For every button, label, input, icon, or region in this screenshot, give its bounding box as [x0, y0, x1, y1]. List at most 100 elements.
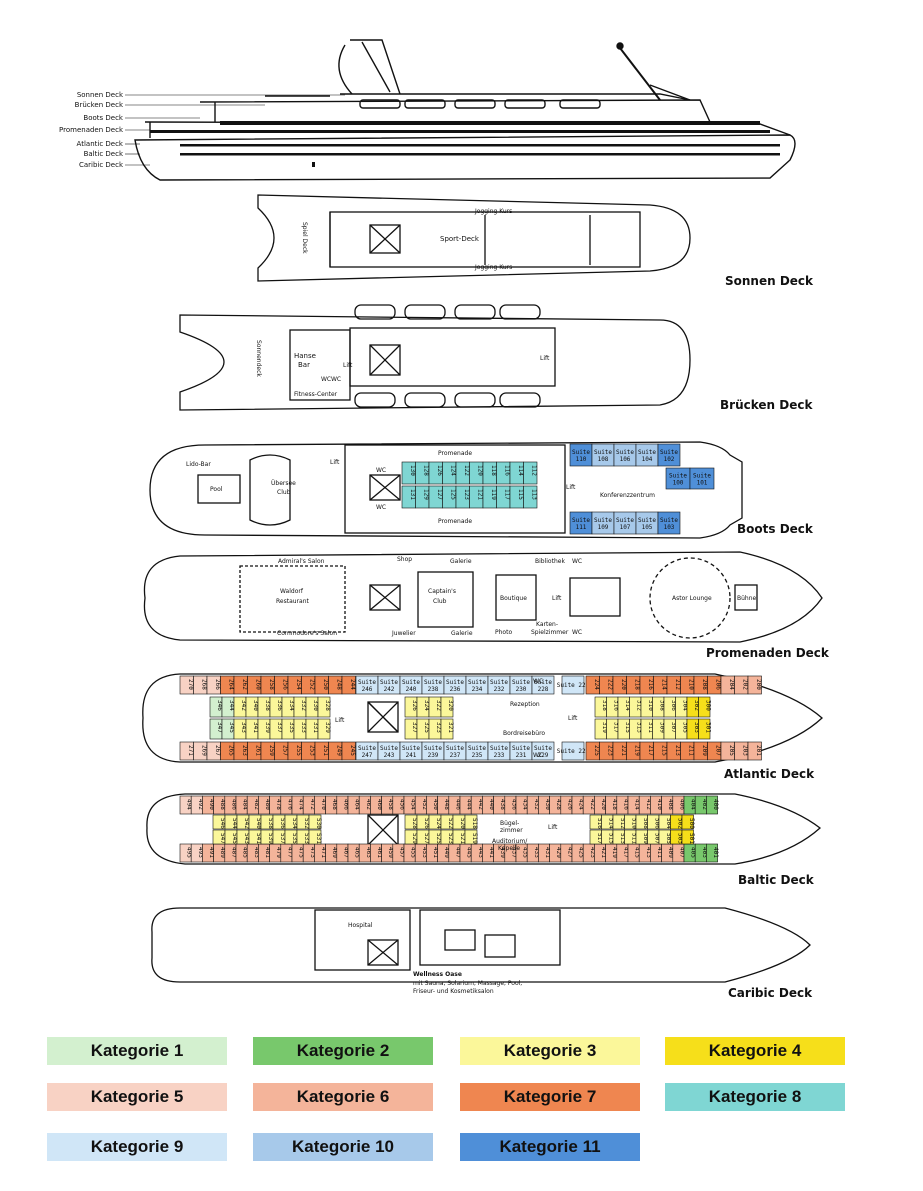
cabin-204[interactable]: 204: [720, 675, 735, 695]
cabin-321[interactable]: 321: [440, 718, 454, 740]
cabin-319[interactable]: 319: [594, 718, 608, 740]
cabin-203[interactable]: 203: [734, 741, 749, 761]
cabin-450[interactable]: 450: [426, 795, 439, 815]
cabin-263[interactable]: 263: [233, 741, 248, 761]
cabin-519[interactable]: 519: [464, 829, 478, 845]
cabin-125[interactable]: 125: [442, 485, 457, 509]
cabin-538[interactable]: 538: [260, 814, 274, 830]
cabin-536[interactable]: 536: [272, 814, 286, 830]
cabin-422[interactable]: 422: [582, 795, 596, 815]
cabin-312[interactable]: 312: [629, 696, 643, 718]
cabin-524[interactable]: 524: [428, 814, 442, 830]
cabin-225[interactable]: 225: [585, 741, 600, 761]
cabin-427[interactable]: 427: [560, 843, 574, 863]
cabin-301[interactable]: 301: [698, 718, 712, 740]
cabin-495[interactable]: 495: [179, 843, 193, 863]
cabin-244[interactable]: 244: [341, 675, 356, 695]
cabin-124[interactable]: 124: [442, 461, 457, 485]
cabin-337[interactable]: 337: [269, 718, 283, 740]
cabin-466[interactable]: 466: [336, 795, 350, 815]
cabin-304[interactable]: 304: [675, 696, 689, 718]
cabin-500[interactable]: 500: [681, 814, 695, 830]
cabin-116[interactable]: 116: [496, 461, 511, 485]
cabin-474[interactable]: 474: [291, 795, 305, 815]
cabin-458[interactable]: 458: [381, 795, 395, 815]
cabin-529[interactable]: 529: [404, 829, 418, 845]
cabin-251[interactable]: 251: [314, 741, 329, 761]
cabin-510[interactable]: 510: [624, 814, 638, 830]
cabin-440[interactable]: 440: [482, 795, 495, 815]
cabin-261[interactable]: 261: [247, 741, 262, 761]
cabin-412[interactable]: 412: [638, 795, 652, 815]
cabin-268[interactable]: 268: [193, 675, 208, 695]
cabin-492[interactable]: 492: [190, 795, 204, 815]
cabin-530[interactable]: 530: [308, 814, 322, 830]
cabin-257[interactable]: 257: [274, 741, 289, 761]
cabin-117[interactable]: 117: [496, 485, 511, 509]
cabin-270[interactable]: 270: [179, 675, 194, 695]
cabin-121[interactable]: 121: [469, 485, 484, 509]
cabin-218[interactable]: 218: [626, 675, 641, 695]
cabin-472[interactable]: 472: [302, 795, 316, 815]
cabin-432[interactable]: 432: [526, 795, 540, 815]
cabin-347[interactable]: 347: [209, 718, 223, 740]
cabin-322[interactable]: 322: [428, 696, 442, 718]
cabin-464[interactable]: 464: [347, 795, 361, 815]
cabin-455[interactable]: 455: [403, 843, 417, 863]
cabin-531[interactable]: 531: [308, 829, 322, 845]
cabin-326[interactable]: 326: [404, 696, 418, 718]
cabin-415[interactable]: 415: [627, 843, 641, 863]
cabin-206[interactable]: 206: [707, 675, 722, 695]
cabin-509[interactable]: 509: [635, 829, 649, 845]
cabin-220[interactable]: 220: [612, 675, 627, 695]
cabin-544[interactable]: 544: [224, 814, 238, 830]
cabin-222[interactable]: 222: [599, 675, 614, 695]
cabin-416[interactable]: 416: [616, 795, 630, 815]
cabin-452[interactable]: 452: [414, 795, 428, 815]
cabin-300[interactable]: 300: [698, 696, 712, 718]
cabin-446[interactable]: 446: [448, 795, 462, 815]
cabin-436[interactable]: 436: [504, 795, 518, 815]
cabin-306[interactable]: 306: [663, 696, 677, 718]
cabin-413[interactable]: 413: [638, 843, 652, 863]
cabin-254[interactable]: 254: [287, 675, 302, 695]
cabin-454[interactable]: 454: [403, 795, 417, 815]
cabin-511[interactable]: 511: [624, 829, 638, 845]
cabin-485[interactable]: 485: [235, 843, 249, 863]
cabin-428[interactable]: 428: [549, 795, 563, 815]
cabin-468[interactable]: 468: [325, 795, 339, 815]
cabin-520[interactable]: 520: [452, 814, 466, 830]
cabin-327[interactable]: 327: [404, 718, 418, 740]
cabin-346[interactable]: 346: [209, 696, 223, 718]
cabin-265[interactable]: 265: [220, 741, 235, 761]
cabin-252[interactable]: 252: [301, 675, 316, 695]
cabin-113[interactable]: 113: [523, 485, 538, 509]
cabin-331[interactable]: 331: [305, 718, 319, 740]
cabin-503[interactable]: 503: [670, 829, 684, 845]
cabin-512[interactable]: 512: [612, 814, 626, 830]
cabin-215[interactable]: 215: [653, 741, 668, 761]
cabin-462[interactable]: 462: [358, 795, 372, 815]
cabin-338[interactable]: 338: [257, 696, 271, 718]
cabin-517[interactable]: 517: [589, 829, 603, 845]
cabin-547[interactable]: 547: [212, 829, 226, 845]
cabin-305[interactable]: 305: [675, 718, 689, 740]
cabin-315[interactable]: 315: [617, 718, 631, 740]
cabin-504[interactable]: 504: [658, 814, 672, 830]
cabin-546[interactable]: 546: [212, 814, 226, 830]
